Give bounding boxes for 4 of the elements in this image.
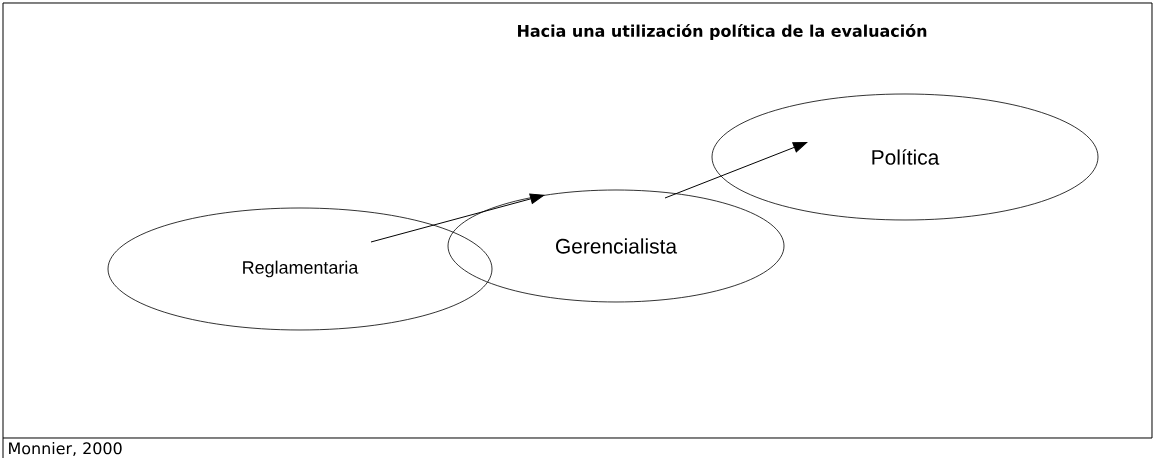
arrow bbox=[370, 193, 545, 243]
title: Hacia una utilización política de la evaluación bbox=[518, 23, 927, 40]
arrow bbox=[664, 142, 808, 199]
source-note: Monnier, 2000 bbox=[9, 442, 122, 456]
